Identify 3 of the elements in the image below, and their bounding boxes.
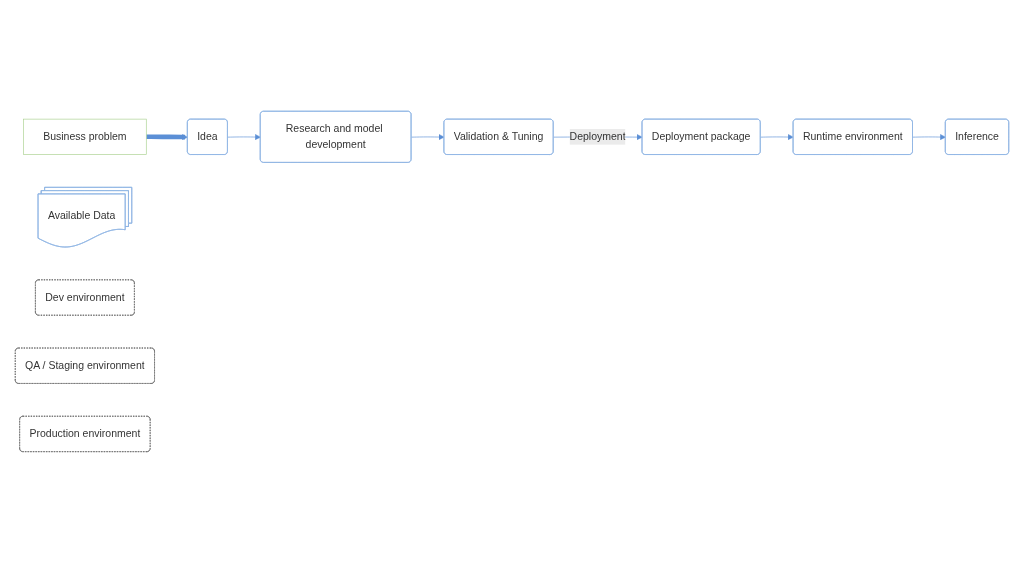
arrow [146, 134, 188, 140]
node-box: Business problem [23, 118, 147, 155]
edge-label: Deployment [569, 130, 626, 143]
